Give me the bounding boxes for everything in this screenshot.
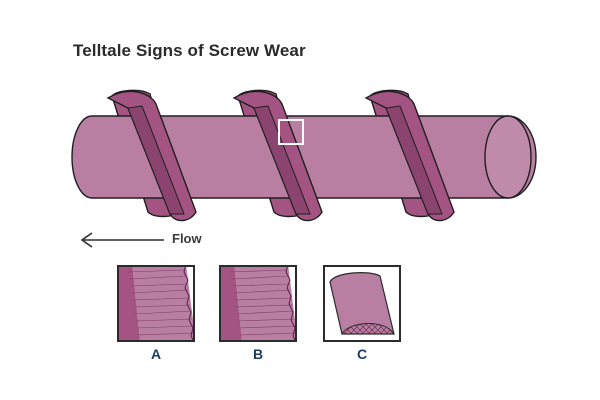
highlight-box — [278, 119, 304, 145]
panel-a-detail — [117, 265, 195, 342]
shaft-end-cap — [484, 115, 532, 199]
flow-label: Flow — [172, 231, 202, 246]
panel-label-b: B — [252, 346, 264, 362]
flight-front-3-face — [385, 105, 443, 215]
flight-front-2-face — [253, 105, 311, 215]
panel-c-detail — [323, 265, 401, 342]
flight-front-1-face — [127, 105, 185, 215]
panel-b-detail — [219, 265, 297, 342]
screw-flights-front — [106, 90, 455, 222]
panel-label-c: C — [356, 346, 368, 362]
diagram-title: Telltale Signs of Screw Wear — [73, 41, 306, 60]
panel-label-a: A — [150, 346, 162, 362]
flow-arrow — [80, 232, 164, 248]
